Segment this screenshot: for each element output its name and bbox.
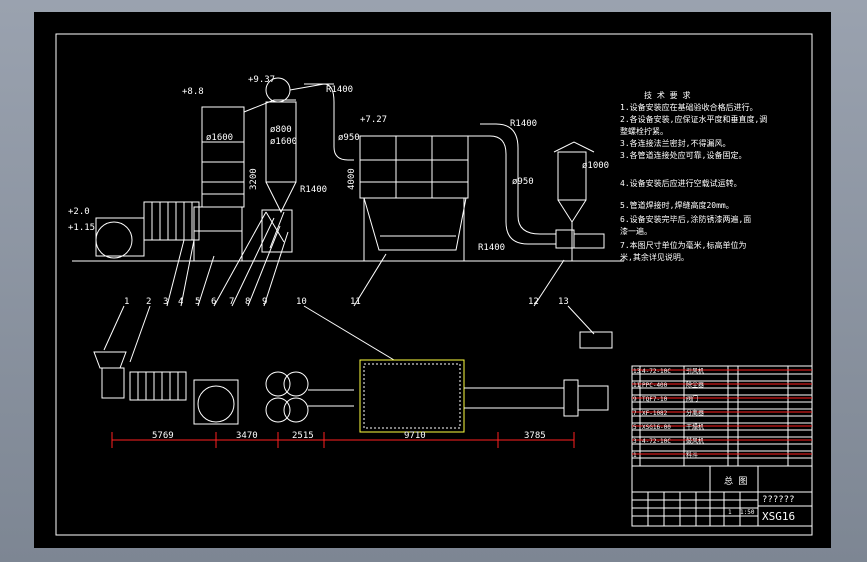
table-cell: 9 (633, 396, 637, 403)
table-cell: PPC-400 (642, 382, 668, 389)
table-cell: 4-72-10C (642, 368, 671, 375)
elevation-label: +9.37 (248, 75, 275, 85)
radius-label: R1400 (478, 243, 505, 253)
table-cell: 阀门 (686, 395, 698, 403)
leader-number: 5 (195, 297, 200, 307)
leader-number: 10 (296, 297, 307, 307)
cad-drawing-canvas[interactable]: +8.8 +9.37 +7.27 +2.0 +1.15 R1400 R1400 … (34, 12, 831, 548)
radius-label: R1400 (510, 119, 537, 129)
dimension-value: 3470 (236, 431, 258, 441)
note-line: 4.设备安装后应进行空载试运转。 (620, 178, 742, 188)
note-line: 2.各设备安装,应保证水平度和垂直度,调 (620, 114, 767, 124)
table-cell: 分离器 (686, 409, 704, 417)
table-cell: 3 (633, 438, 637, 445)
elevation-label: +7.27 (360, 115, 387, 125)
dimension-chain (111, 432, 575, 448)
table-cell: 11 (633, 382, 641, 389)
note-line: 1.设备安装应在基础验收合格后进行。 (620, 102, 758, 112)
table-cell: 13 (633, 368, 641, 375)
cad-drawing: +8.8 +9.37 +7.27 +2.0 +1.15 R1400 R1400 … (55, 33, 813, 536)
height-label: 4000 (347, 168, 357, 190)
note-line: 整螺栓拧紧。 (620, 126, 668, 136)
plan-view (93, 351, 609, 433)
drawing-title: 总 图 (724, 475, 747, 487)
table-cell: 干燥机 (686, 423, 704, 431)
leader-number: 2 (146, 297, 151, 307)
bag-filter (359, 135, 469, 261)
leader-number: 11 (350, 297, 361, 307)
technical-notes: 技 术 要 求 1.设备安装应在基础验收合格后进行。 2.各设备安装,应保证水平… (620, 90, 767, 262)
leader-number: 6 (211, 297, 216, 307)
table-cell: XF-1082 (642, 410, 668, 417)
company-name: ?????? (762, 495, 795, 505)
drawing-border (55, 33, 813, 536)
table-cell: 7 (633, 410, 637, 417)
leader-number: 3 (163, 297, 168, 307)
table-cell: 鼓风机 (686, 437, 704, 445)
notes-title: 技 术 要 求 (644, 90, 690, 100)
table-cell: 4-72-10C (642, 438, 671, 445)
parts-table (631, 365, 813, 467)
radius-label: R1400 (326, 85, 353, 95)
elevation-label: +1.15 (68, 223, 95, 233)
note-line: 7.本图尺寸单位为毫米,标高单位为 (620, 240, 746, 250)
sheet-number: 1 (728, 509, 732, 516)
dimension-value: 5769 (152, 431, 174, 441)
elevation-label: +8.8 (182, 87, 204, 97)
drawing-number: XSG16 (762, 510, 795, 523)
diameter-label: ø950 (512, 177, 534, 187)
note-line: 米,其余详见说明。 (620, 252, 689, 262)
table-cell: 料斗 (686, 451, 698, 459)
cyclone-separator (265, 77, 354, 214)
dimension-value: 3785 (524, 431, 546, 441)
diameter-label: ø800 (270, 125, 292, 135)
leader-number: 9 (262, 297, 267, 307)
leader-number: 7 (229, 297, 234, 307)
diameter-label: ø950 (338, 133, 360, 143)
dryer-column (193, 99, 296, 262)
dimension-value: 2515 (292, 431, 314, 441)
table-cell: 除尘器 (686, 381, 704, 389)
parts-table-rows: 13 4-72-10C 引风机 11 PPC-400 除尘器 9 TQF7-10… (633, 367, 704, 459)
separator (261, 209, 293, 253)
exhaust-duct (468, 123, 605, 249)
table-cell: TQF7-10 (642, 396, 668, 403)
radius-label: R1400 (300, 185, 327, 195)
leader-lines (103, 211, 595, 363)
elevation-label: +2.0 (68, 207, 90, 217)
drawing-scale: 1:50 (740, 509, 755, 516)
dimension-value: 9710 (404, 431, 426, 441)
leader-number: 4 (178, 297, 183, 307)
part-13-box (579, 331, 613, 349)
chimney (553, 141, 595, 261)
table-cell: 5 (633, 424, 637, 431)
blower-heater (95, 201, 200, 259)
height-label: 3200 (249, 168, 259, 190)
note-line: 5.管道焊接时,焊缝高度20mm。 (620, 200, 734, 210)
leader-number: 1 (124, 297, 129, 307)
note-line: 3.各连接法兰密封,不得漏风。 (620, 138, 730, 148)
diameter-label: ø1600 (206, 133, 233, 143)
table-cell: 引风机 (686, 367, 704, 375)
table-cell: 1 (633, 452, 637, 459)
note-line: 漆一遍。 (620, 226, 652, 236)
diameter-label: ø1600 (270, 137, 297, 147)
table-cell: XSG16-00 (642, 424, 671, 431)
diameter-label: ø1000 (582, 161, 609, 171)
leader-number: 8 (245, 297, 250, 307)
note-line: 3.各管道连接处应可靠,设备固定。 (620, 150, 746, 160)
note-line: 6.设备安装完毕后,涂防锈漆两遍,面 (620, 214, 751, 224)
leader-number: 12 (528, 297, 539, 307)
title-block (631, 465, 813, 527)
leader-number: 13 (558, 297, 569, 307)
